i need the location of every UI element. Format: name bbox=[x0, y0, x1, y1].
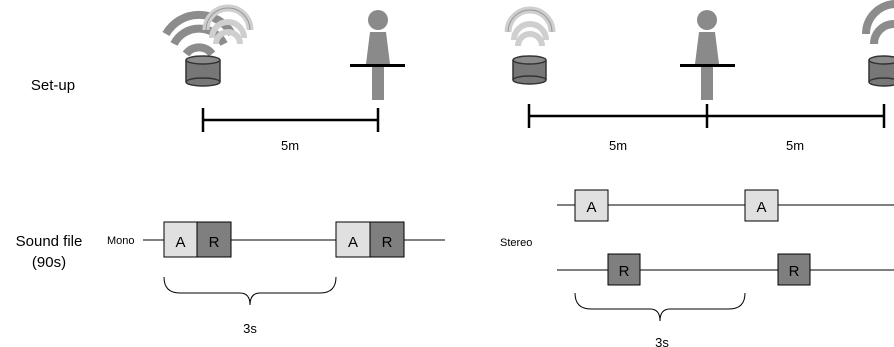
distance-bar bbox=[527, 104, 886, 128]
sound-wave-icon bbox=[504, 6, 556, 47]
distance-label: 5m bbox=[609, 138, 627, 153]
stereo-label: Stereo bbox=[500, 237, 532, 249]
svg-text:A: A bbox=[586, 199, 596, 216]
interval-label: 3s bbox=[655, 335, 669, 347]
sound-file-duration: (90s) bbox=[32, 254, 66, 271]
repel-block: R bbox=[777, 253, 811, 286]
interval-brace bbox=[574, 292, 746, 322]
attract-block: A bbox=[574, 189, 609, 222]
repel-block: R bbox=[369, 221, 405, 258]
person-icon bbox=[680, 10, 735, 100]
speaker-icon bbox=[868, 55, 894, 87]
setup-label: Set-up bbox=[31, 77, 75, 94]
svg-text:A: A bbox=[348, 234, 358, 251]
distance-bar bbox=[201, 108, 380, 132]
mono-label: Mono bbox=[107, 235, 135, 247]
svg-text:R: R bbox=[209, 234, 220, 251]
sound-file-label: Sound file bbox=[16, 233, 83, 250]
interval-label: 3s bbox=[243, 321, 257, 336]
attract-block: A bbox=[335, 221, 371, 258]
sound-wave-icon bbox=[862, 0, 894, 45]
speaker-icon bbox=[185, 55, 221, 87]
svg-text:R: R bbox=[789, 263, 800, 280]
svg-text:R: R bbox=[619, 263, 630, 280]
repel-block: R bbox=[607, 253, 641, 286]
interval-brace bbox=[163, 276, 337, 306]
speaker-icon bbox=[512, 55, 547, 85]
repel-block: R bbox=[196, 221, 232, 258]
svg-text:A: A bbox=[756, 199, 766, 216]
person-icon bbox=[350, 10, 405, 100]
svg-text:R: R bbox=[382, 234, 393, 251]
sound-wave-icon bbox=[202, 4, 254, 45]
attract-block: A bbox=[163, 221, 198, 258]
distance-label: 5m bbox=[786, 138, 804, 153]
distance-label: 5m bbox=[281, 138, 299, 153]
attract-block: A bbox=[744, 189, 779, 222]
svg-text:A: A bbox=[175, 234, 185, 251]
